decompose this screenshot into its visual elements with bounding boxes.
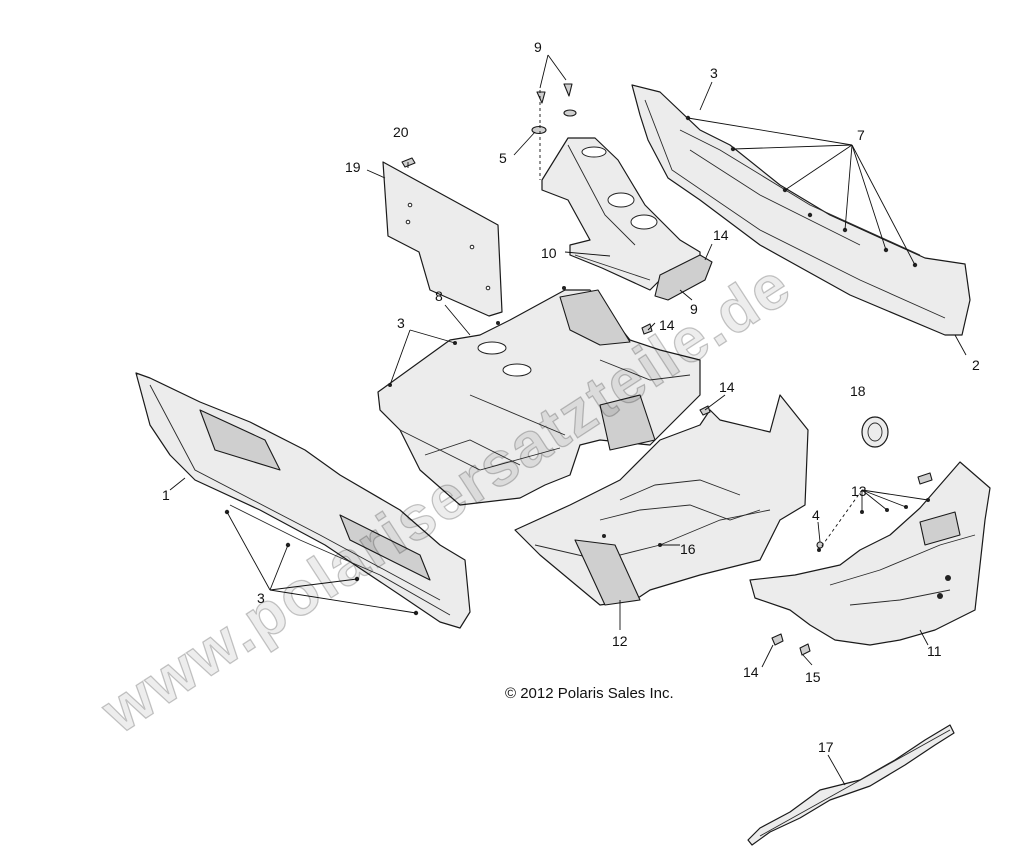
callout-13: 13: [851, 483, 867, 499]
part-2-right-side-panel: [631, 84, 971, 336]
part-7-floor-tub: [377, 286, 701, 506]
part-19-mat-panel: [382, 161, 503, 317]
part-11-front-panel: [749, 461, 991, 646]
part-12-front-floor-tub: [514, 394, 809, 606]
copyright-notice: © 2012 Polaris Sales Inc.: [505, 685, 674, 702]
callout-1: 1: [162, 487, 170, 503]
callout-14-a: 14: [713, 227, 729, 243]
part-1-left-side-panel: [135, 372, 471, 629]
callout-14-d: 14: [743, 664, 759, 680]
callout-3-mid: 3: [397, 315, 405, 331]
callouts: 9 3 20 7 5 19 14 10 8 9 3 14 2 18 14 13 …: [162, 39, 980, 755]
part-17-seal-strip: [747, 724, 955, 846]
callout-3-top: 3: [710, 65, 718, 81]
part-13-bolt: [917, 472, 933, 485]
callout-8: 9: [690, 301, 698, 317]
leader-lines: [169, 54, 967, 786]
callout-11: 11: [927, 643, 942, 659]
callout-20: 20: [393, 124, 409, 140]
part-8-bracket: [654, 254, 713, 301]
part-10-center-console: [541, 137, 701, 291]
callout-4: 4: [812, 507, 820, 523]
callout-14-c: 14: [719, 379, 735, 395]
callout-6: 7: [857, 127, 865, 143]
part-14-fastener-b: [641, 323, 653, 335]
callout-12: 12: [612, 633, 628, 649]
callout-18: 18: [850, 383, 866, 399]
callout-5: 5: [499, 150, 507, 166]
part-18-cap: [861, 416, 889, 448]
part-15-fastener: [799, 643, 811, 656]
part-20-fastener: [401, 157, 416, 168]
callout-19: 19: [345, 159, 361, 175]
callout-17: 17: [818, 739, 834, 755]
callout-9: 9: [534, 39, 542, 55]
part-5-washer: [531, 125, 547, 135]
part-9-fasteners: [536, 83, 577, 117]
callout-2: 2: [972, 357, 980, 373]
callout-3-bottom: 3: [257, 590, 265, 606]
callout-16: 16: [680, 541, 696, 557]
part-14-fastener-c: [771, 633, 784, 646]
callout-10: 10: [541, 245, 557, 261]
callout-15: 15: [805, 669, 821, 685]
callout-7: 8: [435, 288, 443, 304]
callout-14-b: 14: [659, 317, 675, 333]
